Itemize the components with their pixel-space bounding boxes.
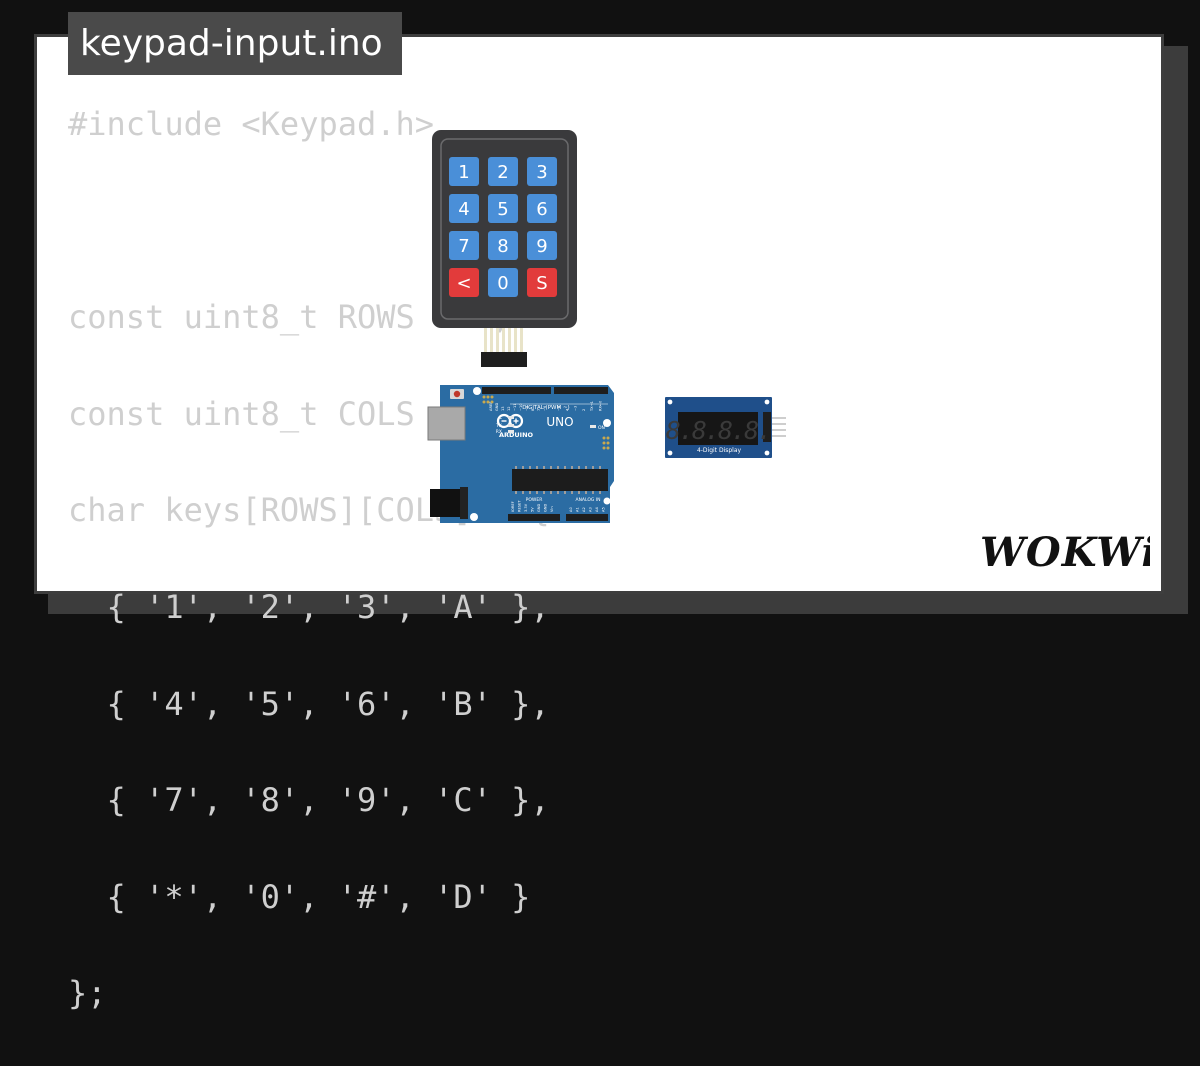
digital-header xyxy=(482,387,608,394)
keypad-key[interactable]: 3 xyxy=(527,157,557,186)
file-tab-title: keypad-input.ino xyxy=(80,23,383,64)
pin-label: 7 xyxy=(537,409,541,411)
pin-label: 12 xyxy=(507,406,511,411)
keypad-key[interactable]: 9 xyxy=(527,231,557,260)
code-line: }; xyxy=(68,974,107,1013)
pin-label: A5 xyxy=(602,507,606,512)
pin-label: ~9 xyxy=(525,405,529,411)
icsp-header xyxy=(482,395,610,450)
atmega-chip xyxy=(512,469,608,491)
pin-label: 3.3V xyxy=(524,503,528,512)
membrane-keypad[interactable]: 1 2 3 4 5 6 7 8 9 <0 S xyxy=(432,130,577,370)
pin-label: A3 xyxy=(589,507,593,512)
pin-label: RESET xyxy=(518,500,522,512)
keypad-key[interactable]: 4 xyxy=(449,194,479,223)
keypad-key[interactable]: 6 xyxy=(527,194,557,223)
pin-label: ~3 xyxy=(574,406,578,411)
keypad-key-label: 5 xyxy=(497,199,508,220)
keypad-key-label: S xyxy=(536,273,547,294)
keypad-key-label: 0 xyxy=(497,273,508,294)
keypad-key[interactable]: 5 xyxy=(488,194,518,223)
usb-port-icon xyxy=(428,407,465,440)
keypad-key[interactable]: 7 xyxy=(449,231,479,260)
pin-label: A1 xyxy=(576,507,580,512)
analog-header xyxy=(566,514,608,521)
keypad-key-label: < xyxy=(456,273,471,294)
keypad-ribbon-cable xyxy=(481,326,527,367)
chip-pins xyxy=(515,466,601,494)
power-header xyxy=(508,514,560,521)
pin-label: 8 xyxy=(531,408,535,411)
status-leds: L TX RX ON xyxy=(495,415,605,435)
display-screen xyxy=(678,412,758,445)
keypad-key[interactable]: < xyxy=(449,268,479,297)
keypad-face xyxy=(440,138,569,320)
pin-label: A0 xyxy=(569,507,573,512)
pin-label: A2 xyxy=(582,507,586,512)
keypad-key[interactable]: 8 xyxy=(488,231,518,260)
pin-label: IOREF xyxy=(511,501,515,512)
pin-label: RX←0 xyxy=(599,400,603,411)
pin-label: ~5 xyxy=(557,406,561,411)
keypad-key-label: 4 xyxy=(458,199,469,220)
pin-label: 2 xyxy=(582,409,586,411)
keypad-key-label: 1 xyxy=(458,162,469,183)
code-line: #include <Keypad.h> xyxy=(68,105,435,143)
keypad-key[interactable]: 0 xyxy=(488,268,518,297)
pin-label: A4 xyxy=(595,507,599,512)
digital-label: DIGITAL (PWM ~) xyxy=(522,405,569,411)
svg-text:L: L xyxy=(499,415,502,421)
analog-label: ANALOG IN xyxy=(575,497,600,503)
pin-label: 5V xyxy=(531,507,535,512)
arduino-logo-icon xyxy=(496,413,524,429)
pin-label: TX→1 xyxy=(590,401,594,412)
keypad-key[interactable]: S xyxy=(527,268,557,297)
keypad-key[interactable]: 1 xyxy=(449,157,479,186)
pin-label: GND xyxy=(537,504,541,512)
display-caption: 4-Digit Display xyxy=(697,447,742,454)
pin-label: AREF xyxy=(489,402,493,411)
arduino-uno-board[interactable]: DIGITAL (PWM ~) ARDUINO UNO L TX RX ON xyxy=(426,383,618,525)
pin-label: GND xyxy=(495,403,499,411)
code-line: { '7', '8', '9', 'C' }, xyxy=(68,781,550,820)
keypad-key-label: 3 xyxy=(536,162,547,183)
wokwi-logo-text: WOKWi xyxy=(980,529,1150,576)
svg-text:TX: TX xyxy=(495,423,502,429)
pin-label: ~11 xyxy=(513,403,517,411)
display-digits: 8.8.8.8. xyxy=(666,416,770,445)
wokwi-logo: WOKWi xyxy=(980,529,1150,576)
pin-label: 4 xyxy=(565,408,569,411)
keypad-key-label: 8 xyxy=(497,236,508,257)
pin-label: 13 xyxy=(501,406,505,411)
pin-label: ~10 xyxy=(519,403,523,411)
keypad-key-label: 7 xyxy=(458,236,469,257)
pin-label: ~6 xyxy=(543,405,547,411)
code-line: { '1', '2', '3', 'A' }, xyxy=(68,587,550,626)
keypad-key-label: 9 xyxy=(536,236,547,257)
display-pins xyxy=(771,417,786,437)
arduino-model: UNO xyxy=(546,415,573,429)
pin-label: GND xyxy=(544,504,548,512)
code-line: { '*', '0', '#', 'D' } xyxy=(68,877,531,916)
keypad-key-label: 6 xyxy=(536,199,547,220)
four-digit-display[interactable]: 8.8.8.8. 4-Digit Display xyxy=(664,396,788,460)
file-tab[interactable]: keypad-input.ino xyxy=(68,12,402,75)
keypad-key[interactable]: 2 xyxy=(488,157,518,186)
arduino-brand: ARDUINO xyxy=(499,431,534,439)
power-label: POWER xyxy=(526,497,543,503)
code-line: { '4', '5', '6', 'B' }, xyxy=(68,684,550,723)
svg-text:RX: RX xyxy=(496,429,502,435)
keypad-key-label: 2 xyxy=(497,162,508,183)
svg-text:ON: ON xyxy=(598,425,605,431)
pin-label: Vin xyxy=(550,506,554,512)
